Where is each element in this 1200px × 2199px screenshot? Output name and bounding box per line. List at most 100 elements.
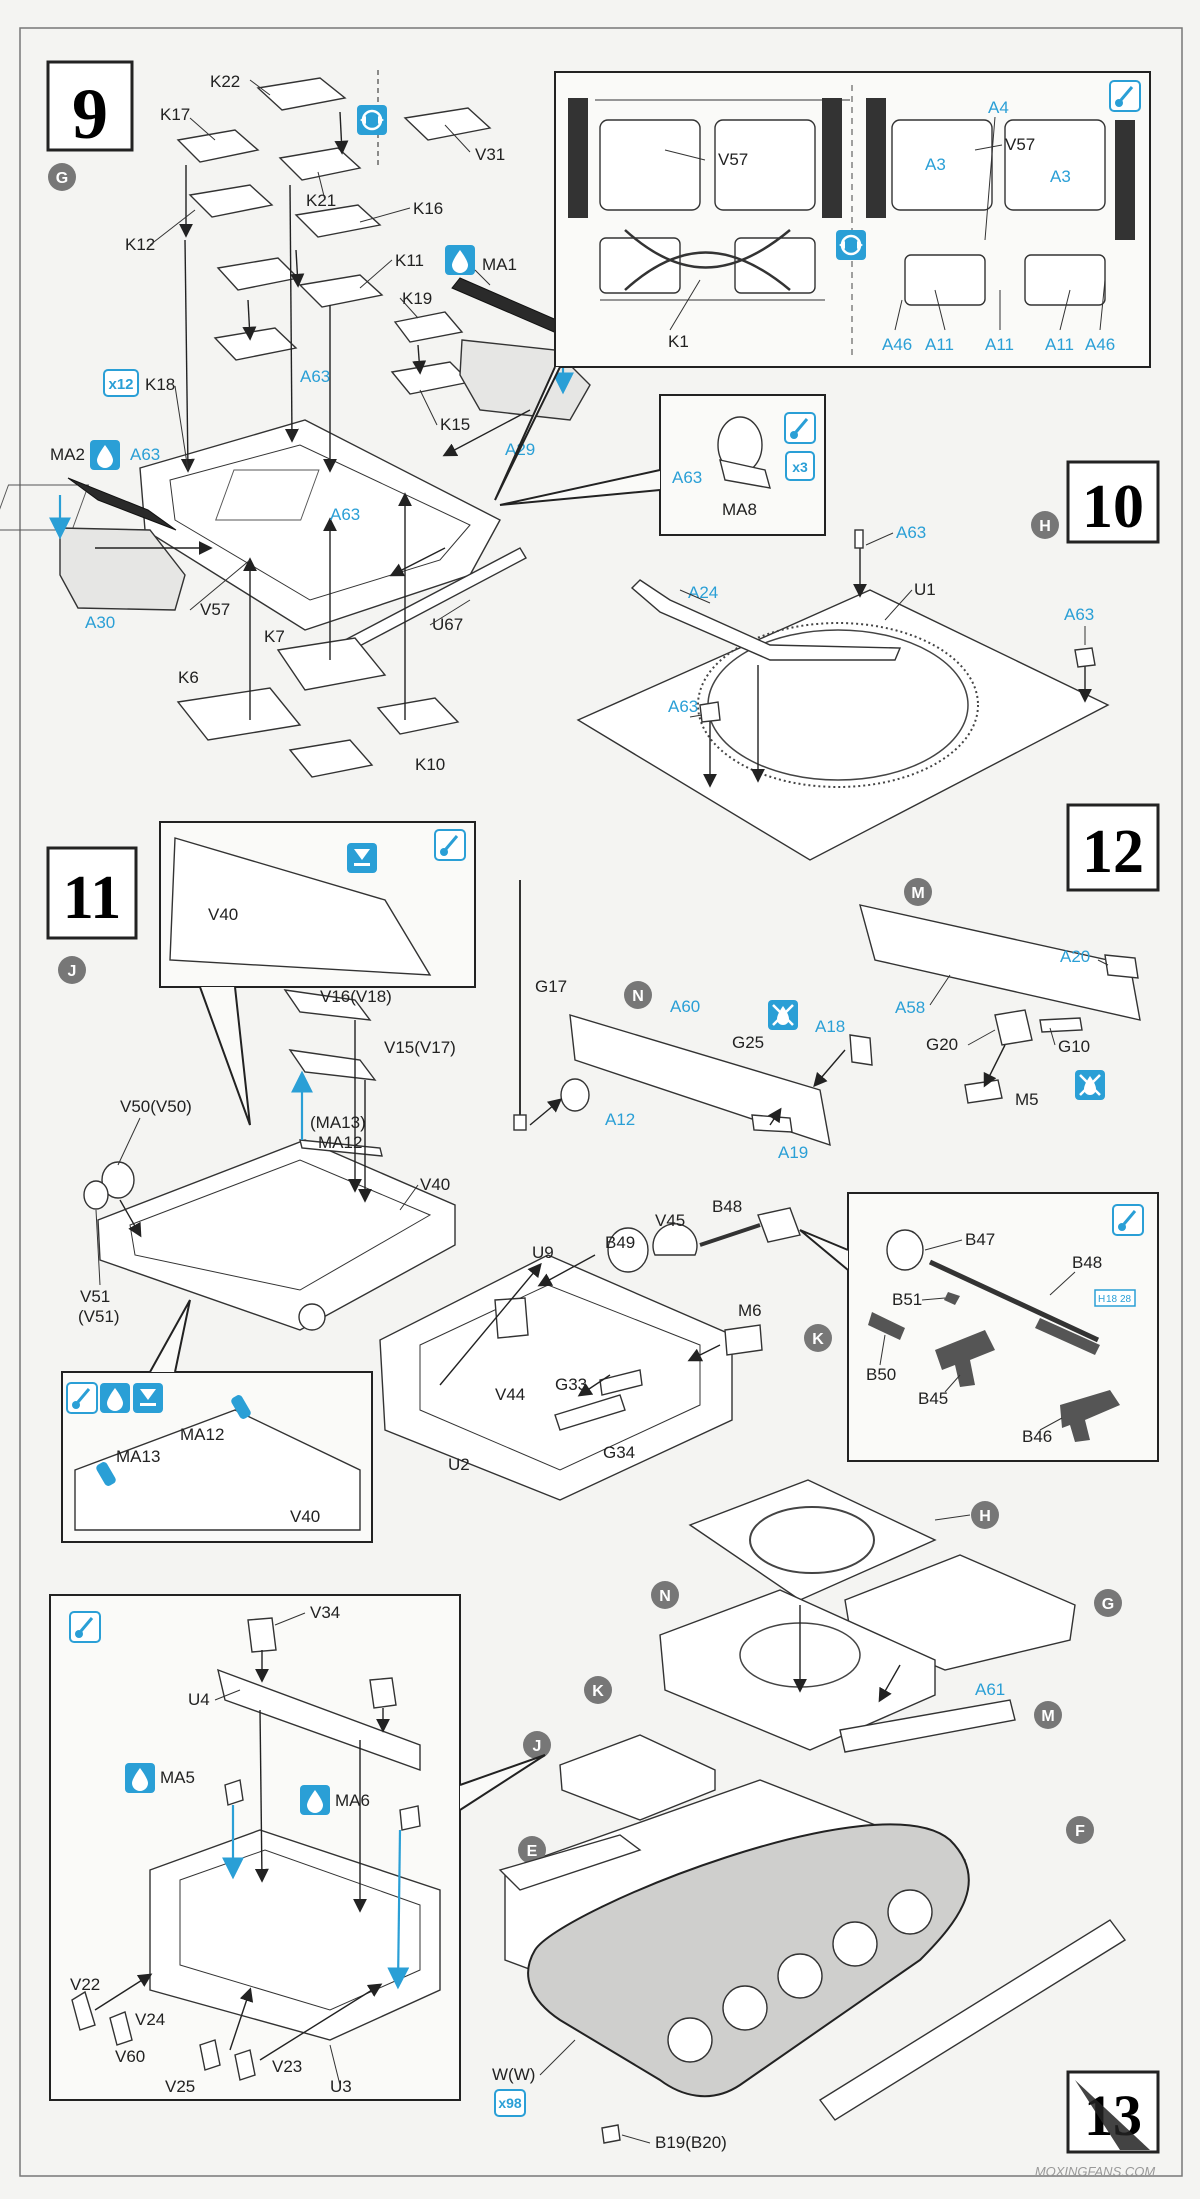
label-g17: G17 [535,977,567,996]
label-ma13-alt: (MA13) [310,1113,366,1132]
arrow-g-down [878,1664,901,1703]
hatch-opening-8 [1024,254,1106,306]
paint-brush-icon-a63 [783,411,817,445]
sub-badge-e-13 [518,1836,546,1864]
hatch-frame-lower [213,327,298,361]
labels-inset-9: V57 K1 A4 V57 A3 A3 A46 A11 A11 A11 A46 [668,98,1115,354]
hatch-opening-6 [1004,119,1106,211]
label-b49: B49 [605,1233,635,1252]
labels-step-9: K22 K17 V31 K21 K16 K12 K11 MA1 K19 A63 … [50,72,535,774]
turret-ring [697,622,979,788]
step-9: 9 G [0,60,591,778]
part-v44 [494,1297,529,1339]
label-u4: U4 [188,1690,210,1709]
road-wheel-5 [887,1889,933,1935]
label-ma5: MA5 [160,1768,195,1787]
flip-view-icon-inset [834,228,868,262]
arrow-k12-down [180,239,195,473]
labels-mg: B47 B48 B51 B50 B45 B46 [866,1230,1102,1446]
apply-to-icon-11 [347,843,377,873]
step-9-inset: V57 K1 A4 V57 A3 A3 A46 A11 A11 A11 A46 [494,71,1151,501]
label-u67: U67 [432,615,463,634]
sub-badge-n-label: N [632,988,644,1005]
label-k21: K21 [306,191,336,210]
labels-step-11: V16(V18) V15(V17) (MA13) MA12 V50(V50) V… [78,987,456,1326]
mg-inset: H 18 28 B47 B48 B51 B50 B45 B46 [799,1192,1159,1462]
watermark-text: MOXINGFANS.COM [1035,2164,1156,2179]
label-k6: K6 [178,668,199,687]
label-v22: V22 [70,1975,100,1994]
engine-deck-inner [169,444,471,601]
road-wheel-1 [667,2017,713,2063]
label-a63-mid: A63 [330,505,360,524]
step-9-leaders [149,79,491,626]
frame-k7 [276,637,387,691]
hatch-k17 [176,129,260,163]
plate-h [688,1479,937,1601]
arrow-a18 [813,1049,846,1088]
hatch-opening-1 [599,119,701,211]
step-13-assembly: H G N A61 M K J [492,1479,1160,2179]
label-a63-10-right: A63 [1064,605,1094,624]
part-v34-a [247,1617,277,1653]
quantity-badge-x12-label: x12 [108,376,133,393]
part-b51 [944,1292,960,1305]
arrow-v25 [229,1987,254,2051]
sub-badge-j-step11 [58,956,86,984]
grille-right-b [1115,120,1135,240]
part-a63-top [854,529,864,549]
label-k16: K16 [413,199,443,218]
label-k22: K22 [210,72,240,91]
step-10-number: 10 [1082,473,1144,541]
fender-f [818,1919,1127,2121]
part-v50 [101,1161,135,1199]
step-13-inset-pointer [459,1754,546,1811]
part-v22 [71,1990,96,2031]
label-u3: U3 [330,2077,352,2096]
frame-k6 [176,687,302,741]
do-not-glue-icon-12 [1073,1068,1107,1102]
label-a46-r: A46 [1085,335,1115,354]
label-v57-inset-r: V57 [1005,135,1035,154]
label-v40-inset: V40 [208,905,238,924]
plate-j [559,1734,716,1821]
part-ma12-blue [231,1395,251,1419]
tow-cable-k1 [624,229,791,291]
sub-badge-n-step12 [624,981,652,1009]
hatch-frame-k15 [390,361,472,395]
arrow-m5 [983,1044,1006,1088]
sub-badge-h-label: H [1039,518,1051,535]
arrow-g33 [577,1374,611,1397]
grille-left-a [568,98,588,218]
sub-badge-j-13 [523,1731,551,1759]
sub-badge-m-13-label: M [1041,1708,1054,1725]
mg-leaders [879,1239,1076,1431]
sub-badge-g-13-label: G [1102,1596,1114,1613]
label-ma2: MA2 [50,445,85,464]
hatch-opening-7 [904,254,986,306]
label-a30: A30 [85,613,115,632]
label-v16: V16(V18) [320,987,392,1006]
inset-9-leaders [664,116,1106,331]
part-g33 [599,1369,643,1396]
ref-tag-prefix: H [1098,1294,1105,1305]
label-k1: K1 [668,332,689,351]
arrow-a29-to-deck [442,409,531,457]
sub-badge-k-13-label: K [592,1683,604,1700]
label-v57-inset-l: V57 [718,150,748,169]
plate-h-ring [749,1506,875,1574]
paint-brush-icon-11b [65,1381,99,1415]
label-k19: K19 [402,289,432,308]
part-a19 [751,1114,793,1133]
label-m5: M5 [1015,1090,1039,1109]
step-11-leaders [95,1117,419,1286]
label-g10: G10 [1058,1037,1090,1056]
part-g10 [1039,1017,1083,1033]
paint-brush-icon-inset [1108,79,1142,113]
sub-badge-m-label: M [911,885,924,902]
arrow-k19 [412,344,427,375]
label-u9: U9 [532,1243,554,1262]
frame-k10a [288,739,374,778]
step-11-number: 11 [63,864,122,932]
